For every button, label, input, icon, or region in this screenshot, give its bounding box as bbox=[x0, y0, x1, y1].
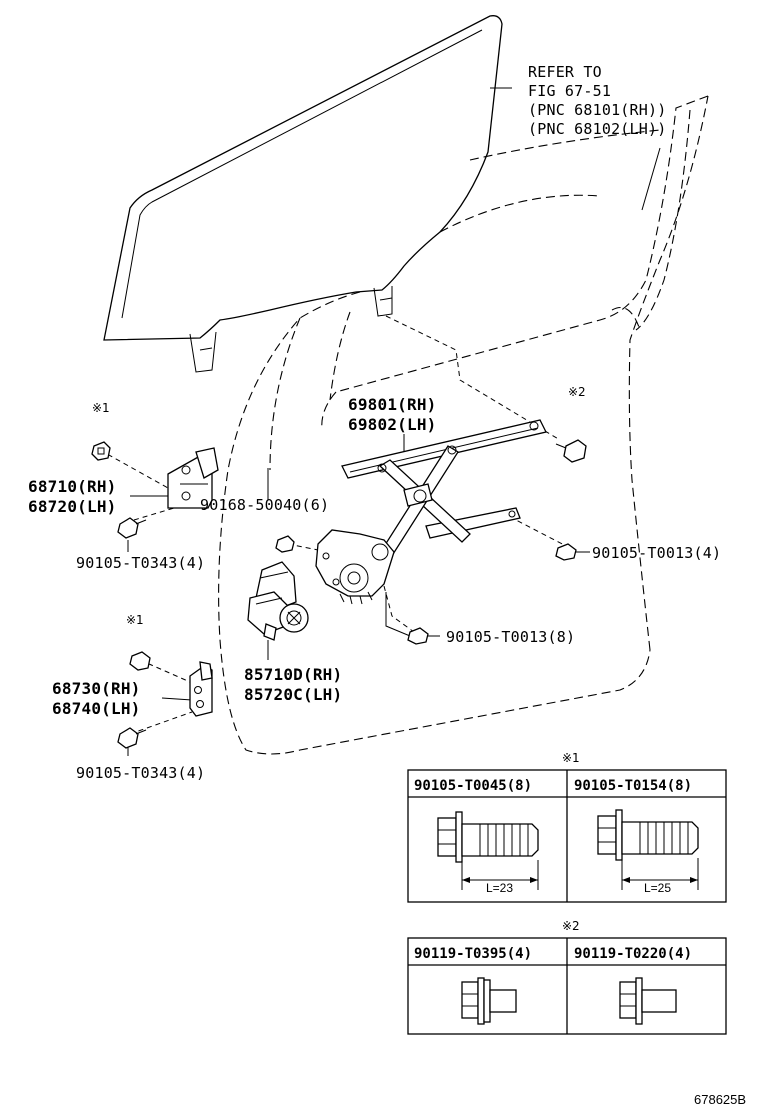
bolt-t0220-drawing bbox=[619, 977, 677, 1025]
label-upper-hinge-rh: 68710(RH) bbox=[28, 477, 117, 496]
refer-line-4: (PNC 68102(LH)) bbox=[528, 120, 666, 138]
label-bolt-t0013-4: 90105-T0013(4) bbox=[592, 544, 721, 562]
refer-line-2: FIG 67-51 bbox=[528, 82, 611, 100]
label-bolt-t0343-lower: 90105-T0343(4) bbox=[76, 764, 205, 782]
table2-col2-header: 90119-T0220(4) bbox=[574, 946, 692, 962]
door-glass bbox=[103, 15, 503, 373]
upper-hinge bbox=[167, 447, 219, 509]
bolt-t0154-drawing bbox=[597, 809, 699, 890]
regulator-motor bbox=[247, 561, 309, 641]
bolt-t0395-drawing bbox=[461, 977, 517, 1025]
window-regulator bbox=[315, 419, 547, 605]
label-upper-hinge-lh: 68720(LH) bbox=[28, 497, 117, 516]
mark-1-upper: ※1 bbox=[92, 401, 110, 415]
regulator-upper-bolt bbox=[555, 439, 587, 463]
mark-2-regulator: ※2 bbox=[568, 385, 586, 399]
bolt-lower-hinge-bottom bbox=[117, 727, 147, 749]
door-panel-outline bbox=[218, 95, 709, 755]
regulator-side-bolt bbox=[555, 543, 577, 561]
label-lower-hinge-rh: 68730(RH) bbox=[52, 679, 141, 698]
label-lower-hinge-lh: 68740(LH) bbox=[52, 699, 141, 718]
bolt-lower-hinge-top bbox=[129, 651, 151, 671]
label-bolt-t0343-upper: 90105-T0343(4) bbox=[76, 554, 205, 572]
table1-col1-length: L=23 bbox=[486, 881, 513, 895]
label-bolt-t0013-8: 90105-T0013(8) bbox=[446, 628, 575, 646]
label-motor-lh: 85720C(LH) bbox=[244, 685, 342, 704]
lower-hinge bbox=[189, 661, 213, 717]
bolt-table-2: ※2 90119-T0395(4) 90119-T0220(4) bbox=[407, 919, 727, 1035]
figure-id: 678625B bbox=[694, 1092, 746, 1107]
refer-line-1: REFER TO bbox=[528, 63, 602, 81]
bolt-upper-hinge-bottom bbox=[117, 517, 147, 539]
label-motor-rh: 85710D(RH) bbox=[244, 665, 342, 684]
table2-col1-header: 90119-T0395(4) bbox=[414, 946, 532, 962]
table1-col2-header: 90105-T0154(8) bbox=[574, 778, 692, 794]
screw-90168 bbox=[275, 535, 295, 553]
table2-title: ※2 bbox=[562, 919, 580, 933]
table1-col2-length: L=25 bbox=[644, 881, 671, 895]
label-regulator-lh: 69802(LH) bbox=[348, 415, 437, 434]
regulator-lower-bolt bbox=[407, 627, 429, 645]
bolt-upper-hinge-top bbox=[91, 441, 111, 461]
mark-1-lower: ※1 bbox=[126, 613, 144, 627]
refer-line-3: (PNC 68101(RH)) bbox=[528, 101, 666, 119]
table1-col1-header: 90105-T0045(8) bbox=[414, 778, 532, 794]
bolt-table-1: ※1 90105-T0045(8) 90105-T0154(8) L=23 bbox=[407, 751, 727, 903]
table1-title: ※1 bbox=[562, 751, 580, 765]
bolt-t0045-drawing bbox=[437, 811, 539, 890]
label-regulator-rh: 69801(RH) bbox=[348, 395, 437, 414]
label-screw-90168: 90168-50040(6) bbox=[200, 496, 329, 514]
